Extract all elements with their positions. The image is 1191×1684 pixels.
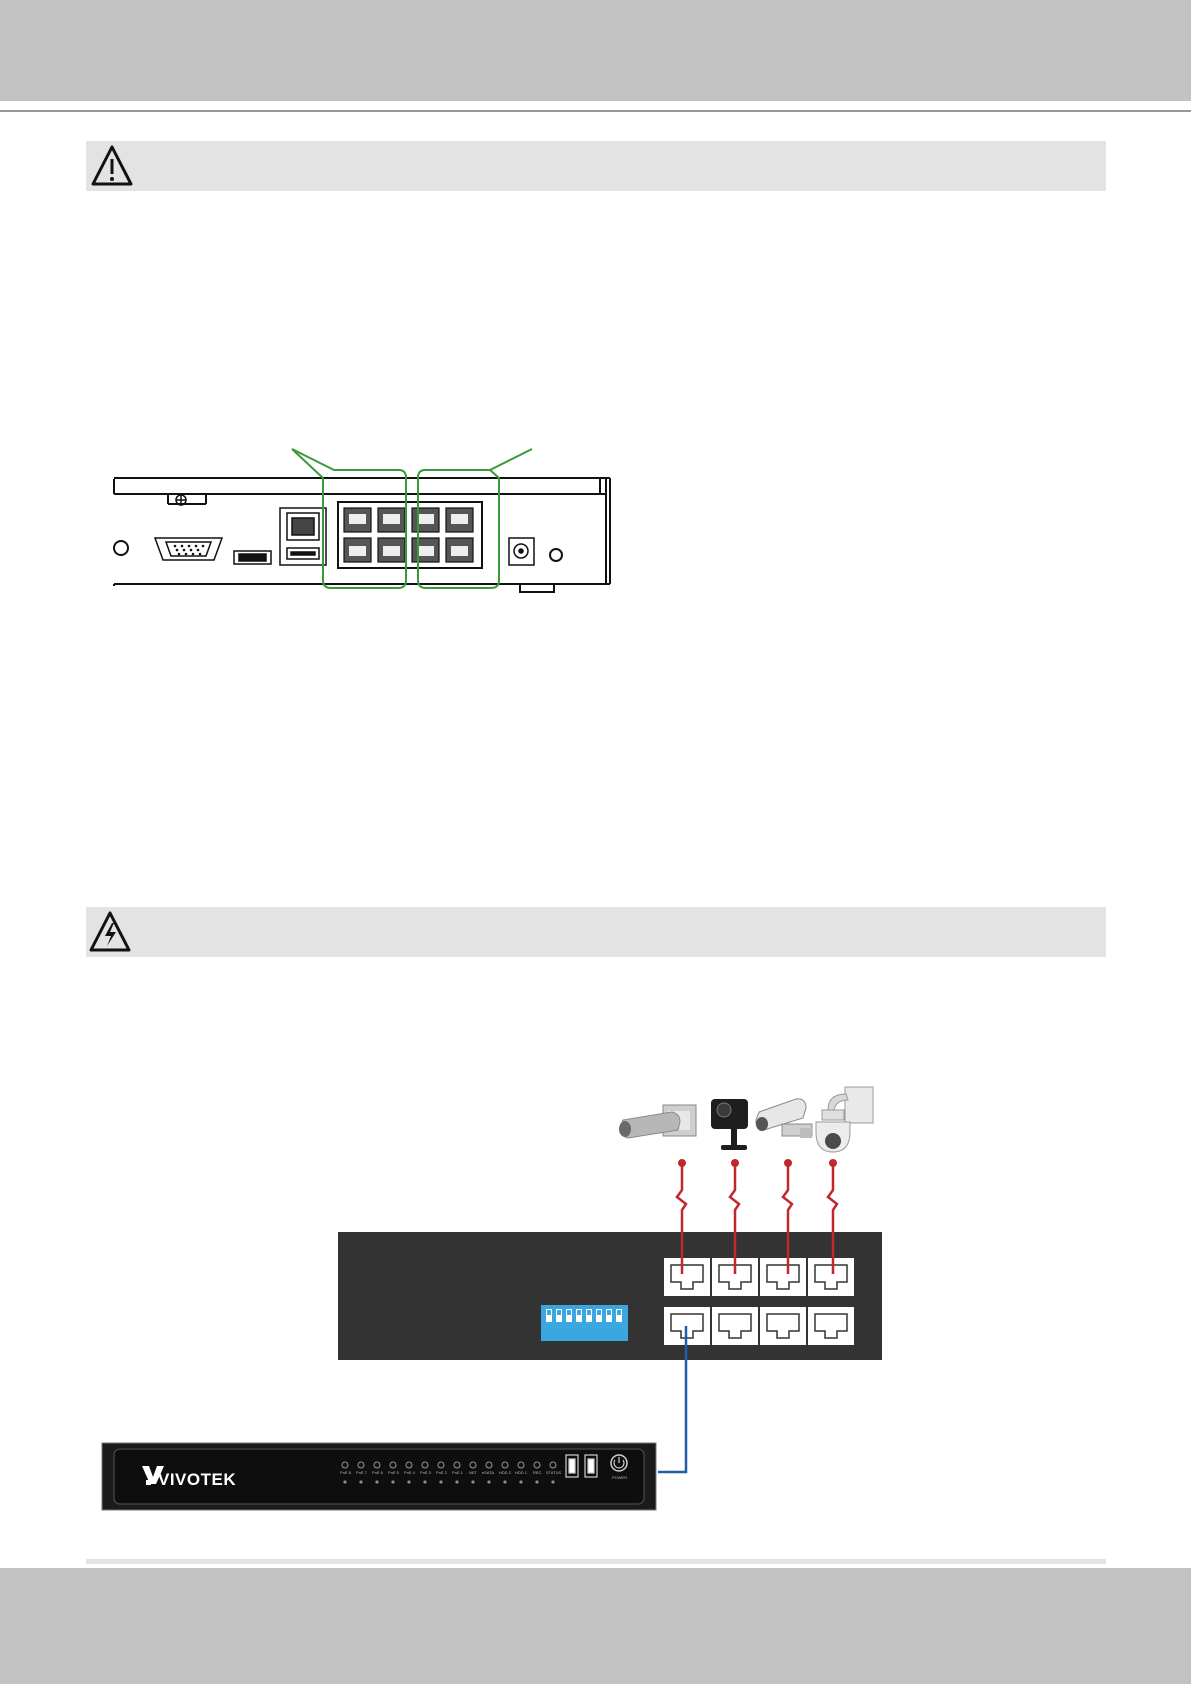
vga-port (153, 537, 224, 561)
lan-usb-stack (279, 507, 327, 566)
brand-logo-text: VIVOTEK (158, 1470, 236, 1489)
nvr-front-panel: VIVOTEK PoE 8 PoE 7 PoE 6 PoE 5 PoE 4 Po… (101, 1442, 657, 1511)
power-switch (549, 548, 563, 562)
bullet-camera-1 (619, 1104, 697, 1139)
warning-triangle-icon (91, 145, 133, 186)
led-label-poe7: PoE 7 (356, 1470, 368, 1475)
led-label-poe8: PoE 8 (340, 1470, 352, 1475)
caution-notice-bar (86, 141, 1106, 191)
led-label-poe2: PoE 2 (436, 1470, 448, 1475)
nvr-led-row (341, 1461, 557, 1469)
led-label-net: NET (469, 1470, 478, 1475)
ground-screw (175, 494, 187, 506)
shock-notice-bar (86, 907, 1106, 957)
dip-switch (541, 1305, 628, 1341)
nvr-power-button: POWER (610, 1454, 628, 1480)
nvr-usb-ports (565, 1454, 598, 1478)
led-label-poe4: PoE 4 (404, 1470, 416, 1475)
footer-rule (86, 1559, 1106, 1564)
header-band (0, 0, 1191, 101)
led-label-esata: eSATA (482, 1470, 494, 1475)
box-camera (711, 1099, 748, 1150)
bullet-camera-2 (755, 1098, 813, 1138)
power-label: POWER (612, 1475, 627, 1480)
poe-port-block (337, 501, 483, 569)
header-rule (0, 110, 1191, 112)
audio-jack (113, 540, 129, 556)
footer-band (0, 1568, 1191, 1684)
nvr-uplink-cable (658, 1326, 688, 1474)
camera-link-dots (678, 1159, 837, 1167)
nvr-status-glyphs (343, 1480, 555, 1484)
led-label-rec: REC (533, 1470, 542, 1475)
speed-dome-camera (815, 1086, 874, 1153)
led-label-hdd2: HDD 2 (499, 1470, 512, 1475)
led-label-poe3: PoE 3 (420, 1470, 432, 1475)
led-label-poe1: PoE 1 (452, 1470, 464, 1475)
nvr-led-labels: PoE 8 PoE 7 PoE 6 PoE 5 PoE 4 PoE 3 PoE … (340, 1470, 562, 1475)
led-label-hdd1: HDD 1 (515, 1470, 528, 1475)
electric-shock-triangle-icon (89, 911, 131, 952)
led-label-poe5: PoE 5 (388, 1470, 400, 1475)
led-label-poe6: PoE 6 (372, 1470, 384, 1475)
hdmi-port (233, 550, 272, 565)
vivotek-logo: VIVOTEK (142, 1466, 236, 1489)
poe-highlight (291, 448, 533, 589)
led-label-status: STATUS (546, 1470, 562, 1475)
dc-power-jack (508, 537, 535, 566)
chassis-outline (113, 477, 611, 593)
camera-poe-links (675, 1163, 839, 1274)
